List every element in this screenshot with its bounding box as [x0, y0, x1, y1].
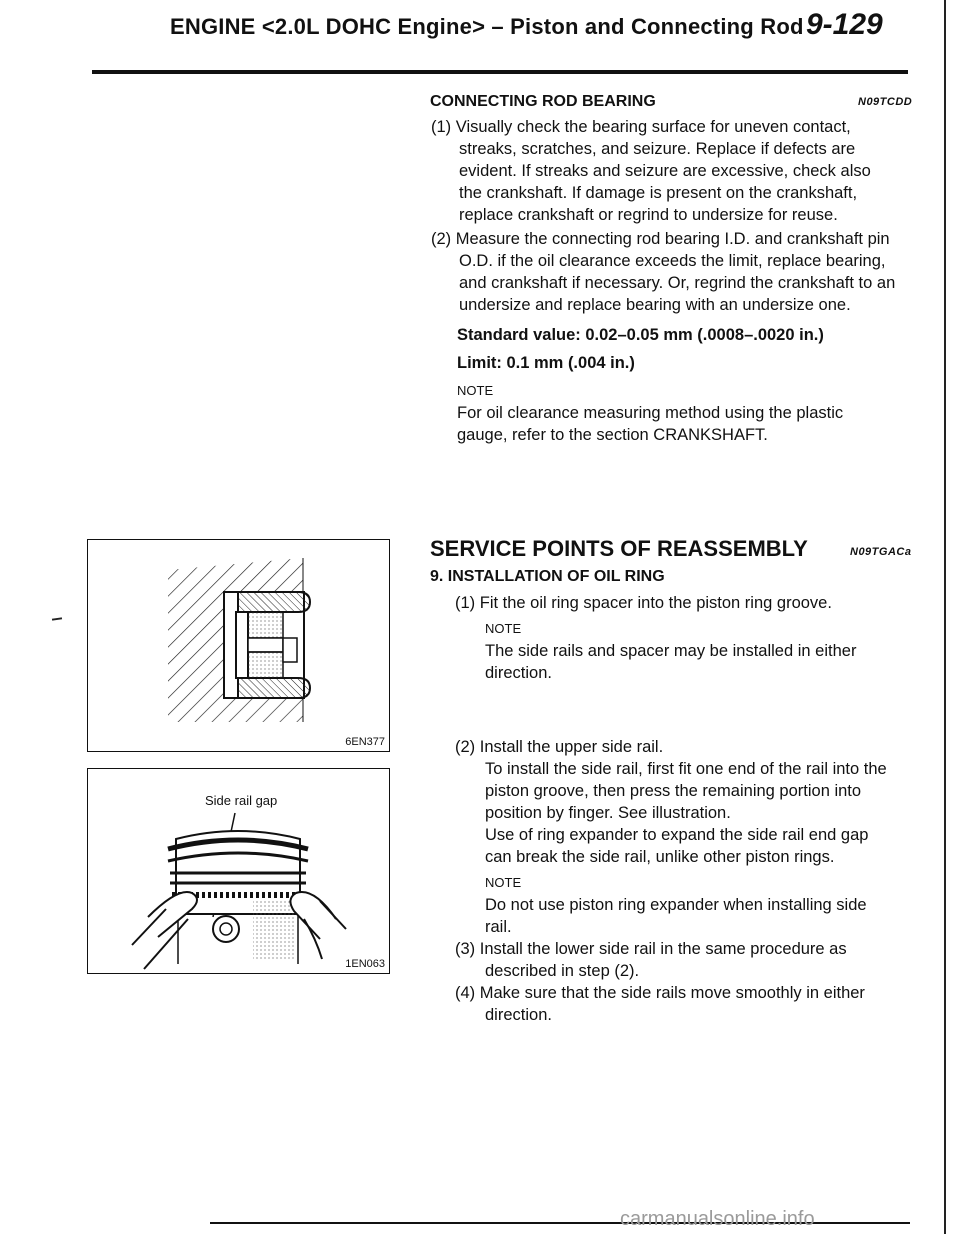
oil-ring-step-2-warning: Use of ring expander to expand the side …	[485, 826, 869, 866]
side-rail-install-drawing	[131, 812, 347, 970]
oil-ring-step-2-detail: To install the side rail, first fit one …	[485, 760, 887, 822]
bearing-code: N09TCDD	[858, 96, 913, 108]
bearing-note-text: For oil clearance measuring method using…	[457, 404, 844, 444]
bearing-note-label: NOTE	[457, 383, 494, 398]
bearing-step-1: (1) Visually check the bearing surface f…	[431, 118, 871, 224]
header-divider	[92, 70, 908, 74]
bearing-heading: CONNECTING ROD BEARING	[430, 93, 656, 110]
watermark-text: carmanualsonline.info	[620, 1208, 815, 1230]
bearing-body: (1) Visually check the bearing surface f…	[431, 116, 896, 446]
bearing-limit: Limit: 0.1 mm (.004 in.)	[457, 354, 635, 372]
oil-ring-step-2: (2) Install the upper side rail.	[455, 738, 664, 756]
page-edge-line	[944, 0, 946, 1234]
oil-ring-step-2-block: (2) Install the upper side rail. To inst…	[455, 736, 897, 1026]
oil-ring-note-2-label: NOTE	[485, 875, 522, 890]
oil-ring-step-4: (4) Make sure that the side rails move s…	[455, 984, 865, 1024]
oil-ring-step-3: (3) Install the lower side rail in the s…	[455, 940, 847, 980]
footer-divider	[210, 1222, 910, 1224]
oil-ring-note-1-label: NOTE	[485, 621, 522, 636]
reassembly-heading: SERVICE POINTS OF REASSEMBLY	[430, 536, 808, 561]
figure-caption-side-rail-gap: Side rail gap	[205, 793, 278, 808]
bearing-standard-value: Standard value: 0.02–0.05 mm (.0008–.002…	[457, 326, 824, 344]
margin-mark	[51, 617, 63, 621]
page-number: 9-129	[806, 8, 883, 41]
reassembly-code: N09TGACa	[850, 546, 912, 558]
figure-top-code: 6EN377	[345, 736, 385, 748]
oil-ring-subheading: 9. INSTALLATION OF OIL RING	[430, 568, 665, 585]
figure-ring-cross-section: 6EN377	[87, 539, 390, 752]
oil-ring-step-1-block: (1) Fit the oil ring spacer into the pis…	[455, 592, 897, 684]
ring-cross-section-drawing	[168, 558, 312, 722]
bearing-step-2: (2) Measure the connecting rod bearing I…	[431, 230, 896, 314]
page-header-title: ENGINE <2.0L DOHC Engine> – Piston and C…	[170, 14, 804, 39]
figure-side-rail-install: Side rail gap 1EN063	[87, 768, 390, 974]
figure-bottom-code: 1EN063	[345, 958, 385, 970]
oil-ring-note-2-text: Do not use piston ring expander when ins…	[485, 896, 867, 936]
oil-ring-note-1-text: The side rails and spacer may be install…	[485, 642, 857, 682]
oil-ring-step-1: (1) Fit the oil ring spacer into the pis…	[455, 594, 832, 612]
